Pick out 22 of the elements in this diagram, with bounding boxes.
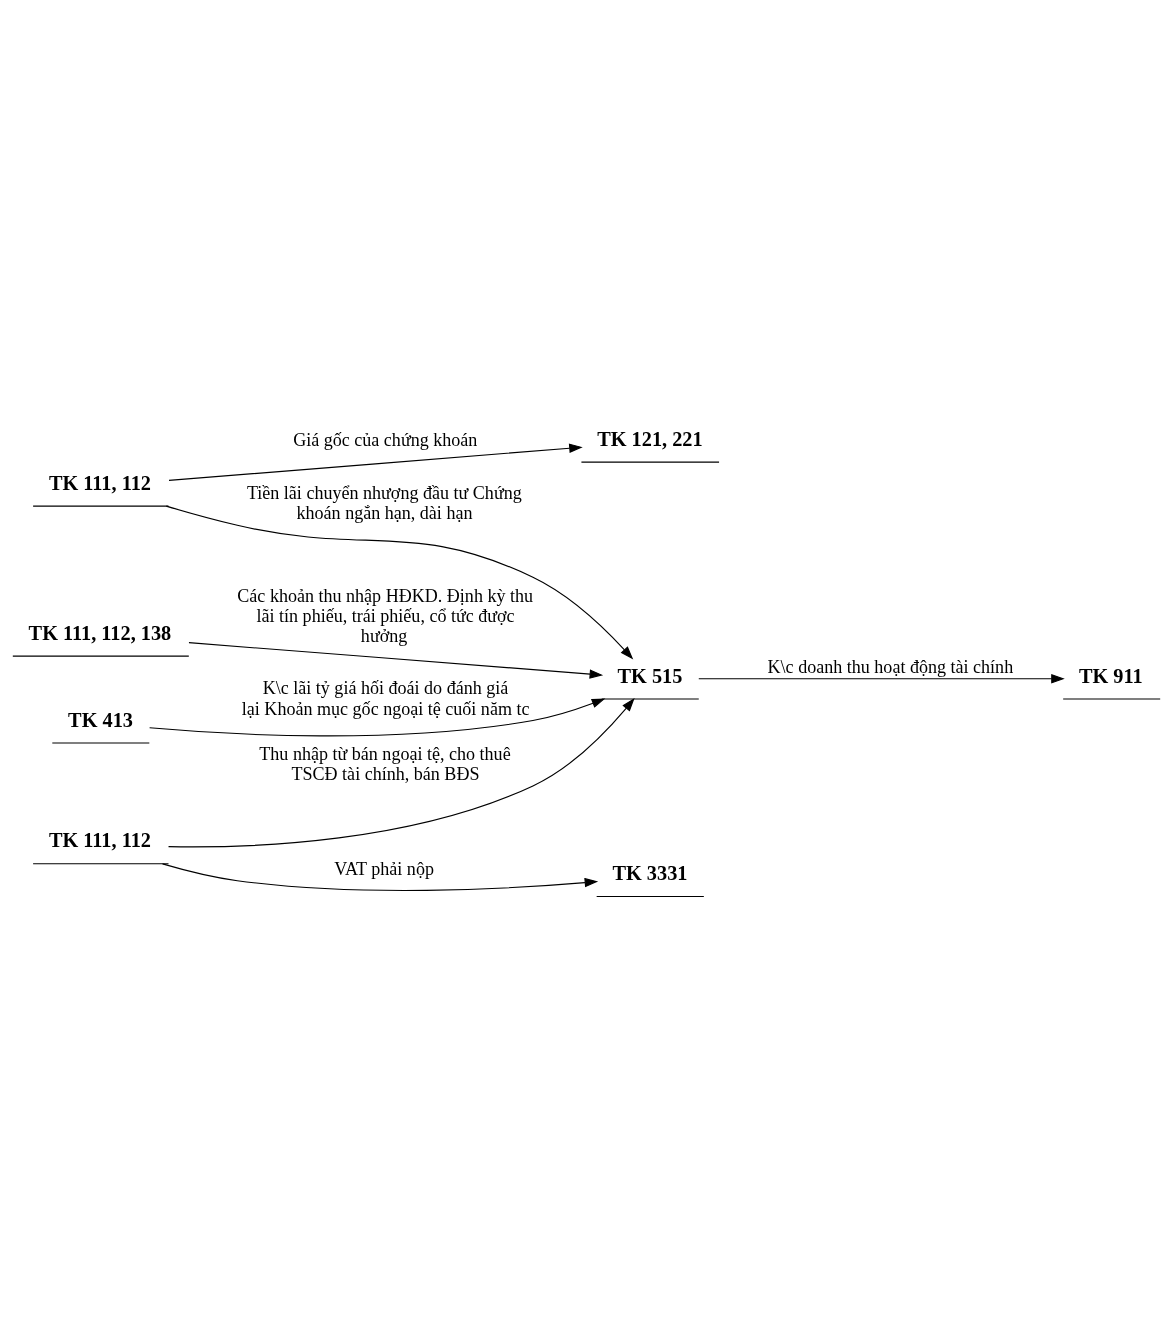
arrow <box>167 698 635 848</box>
node-text: TK 111, 112 <box>48 471 151 494</box>
arrow <box>149 698 606 737</box>
arrow <box>188 642 604 679</box>
node-text: TK 111, 112 <box>48 829 151 852</box>
arrow <box>168 443 583 481</box>
arrow <box>165 505 634 660</box>
edge-label: VAT phải nộp <box>334 858 434 879</box>
node-text: TK 121, 221 <box>597 427 703 450</box>
arrow <box>161 863 599 892</box>
edge-label: K\c lãi tỷ giá hối đoái do đánh giá lại Khoản mục gốc ngoại tệ cuối năm tc <box>241 678 530 719</box>
arrow <box>698 674 1065 684</box>
node-text: TK 911 <box>1078 664 1143 687</box>
edge-label: Các khoản thu nhập HĐKD. Định kỳ thu lãi tín phiếu, trái phiếu, cổ tức được hưởng <box>237 585 534 647</box>
edge-label: Thu nhập từ bán ngoại tệ, cho thuê TSCĐ tài chính, bán BĐS <box>259 743 511 785</box>
edge-label: K\c doanh thu hoạt động tài chính <box>767 656 1014 677</box>
node-text: TK 413 <box>68 708 133 731</box>
node-text: TK 3331 <box>612 862 688 885</box>
edge-label: Giá gốc của chứng khoán <box>293 430 478 451</box>
node-text: TK 111, 112, 138 <box>28 621 172 644</box>
edge-label: Tiền lãi chuyển nhượng đầu tư Chứng khoán ngắn hạn, dài hạn <box>246 483 522 524</box>
node-text: TK 515 <box>617 664 683 687</box>
